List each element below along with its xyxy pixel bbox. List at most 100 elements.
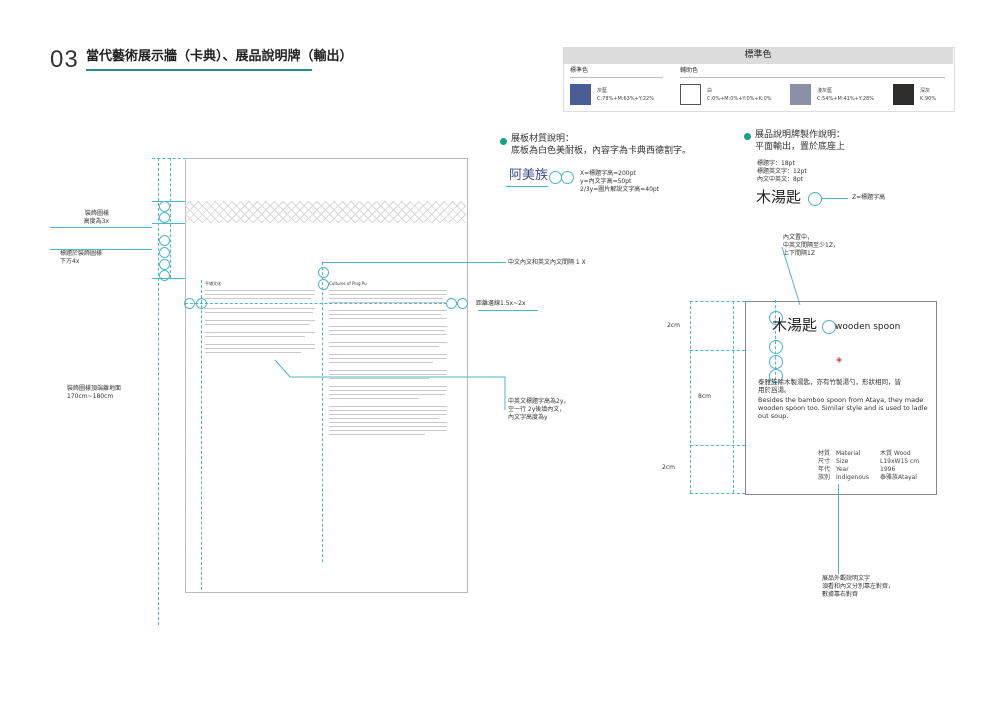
swatch-name: 灰藍 (597, 88, 608, 94)
guide-vertical (322, 262, 323, 562)
pattern-floor-note: 裝飾圖樣頂端離地面 (67, 385, 122, 392)
text-line (205, 308, 315, 309)
outer-note: 展品外觀說明文字 (822, 575, 871, 582)
leader-line-diagonal (781, 246, 801, 306)
text-line (205, 298, 311, 299)
guide-horizontal (690, 493, 745, 494)
text-line (205, 294, 315, 295)
guide-horizontal (690, 350, 745, 351)
secondary-label: 輔助色 (680, 67, 699, 74)
baseline-guide (506, 186, 548, 187)
guide-horizontal (690, 301, 745, 302)
standard-colors-header: 標準色 (563, 47, 953, 64)
swatch-spec: C:78%+M:63%+Y:22% (597, 96, 654, 102)
diamond-icon: ◈ (836, 355, 843, 364)
swatch-gray-blue (570, 84, 591, 105)
spacing-circle (196, 298, 207, 309)
exhibit-label-card (745, 301, 937, 495)
page-title: 當代藝術展示牆（卡典）、展品說明牌（輸出） (86, 49, 353, 64)
text-line (205, 312, 313, 313)
text-line (329, 310, 447, 311)
spacing-circle (159, 259, 170, 270)
title-below-note: 標題於裝飾圖樣 (60, 250, 103, 257)
fact-label-en: Size (836, 458, 849, 465)
guide-tick (152, 158, 186, 159)
spacing-circle (318, 267, 329, 278)
text-line (329, 362, 433, 363)
guide-line (822, 198, 848, 199)
text-line (329, 390, 447, 391)
text-line (329, 406, 447, 407)
title-below-note: 下方4x (60, 258, 80, 265)
text-line (329, 398, 419, 399)
spacing-circle (561, 171, 574, 184)
section-number: 03 (50, 46, 79, 73)
text-line (329, 298, 443, 299)
board-spec-desc: 底板為白色美耐板，內容字為卡典西德割字。 (511, 146, 692, 156)
font-spec: 內文中英文：8pt (757, 176, 803, 183)
font-spec: 標題字：18pt (757, 160, 795, 167)
spacing-circle (769, 369, 783, 383)
fact-label-cn: 年代 (818, 466, 831, 473)
board-spec-title: 展板材質說明： (511, 134, 575, 144)
bullet-dot (500, 138, 507, 145)
spec-line: X=標題字高=200pt (580, 170, 636, 177)
text-line (205, 320, 315, 321)
text-line (329, 422, 447, 423)
swatch-white (680, 84, 701, 105)
divider (680, 77, 945, 78)
label-desc-cn: 泰雅族除木製湯匙，亦有竹製湯勺，形狀相同，皆 (758, 378, 901, 386)
cn-en-title-note: 內文字高度為y (508, 414, 548, 421)
fact-value: 木質 Wood (880, 450, 911, 457)
text-line (329, 434, 425, 435)
text-line (205, 352, 301, 353)
swatch-name: 深灰 (920, 88, 931, 94)
fact-label-en: Material (836, 450, 861, 457)
text-line (329, 354, 447, 355)
fact-value: L19xW15 cm (880, 458, 920, 465)
note-underline (50, 227, 110, 228)
guide-vertical (775, 300, 776, 385)
fact-value: 泰雅族Atayal (880, 474, 917, 481)
text-line (205, 332, 315, 333)
text-line (329, 378, 429, 379)
text-line (329, 386, 447, 387)
z-note: Z=標題字高 (852, 194, 886, 201)
text-line (329, 330, 445, 331)
text-line (205, 290, 315, 291)
spacing-circle (769, 311, 783, 325)
label-title-cn: 木湯匙 (772, 316, 818, 334)
text-line (205, 336, 305, 337)
label-desc-en: wooden spoon too. Similar style and is u… (758, 404, 928, 412)
text-line (329, 294, 447, 295)
center-note: 中英文間隔至少1Z， (783, 242, 839, 249)
leader-line-diagonal (274, 359, 506, 410)
spacing-circle (159, 235, 170, 246)
primary-label: 標準色 (570, 67, 589, 74)
dimension-label: 2cm (667, 322, 680, 329)
spacing-circle (808, 192, 822, 206)
guide-tick (152, 223, 186, 224)
fact-label-en: Year (836, 466, 849, 473)
text-line (329, 342, 447, 343)
divider (570, 77, 663, 78)
spacing-circle (318, 279, 329, 290)
leader-line (838, 484, 839, 574)
wall-panel (185, 158, 468, 593)
text-line (329, 374, 447, 375)
fact-value: 1996 (880, 466, 896, 473)
spacing-circle (822, 320, 836, 334)
decorative-pattern (185, 201, 466, 223)
text-line (329, 326, 447, 327)
leader-line (322, 262, 506, 263)
text-line (329, 410, 447, 411)
text-line (329, 394, 445, 395)
note-underline (478, 310, 538, 311)
guide-vertical (733, 301, 734, 493)
text-line (329, 358, 447, 359)
guide-vertical (158, 158, 159, 625)
spec-line: 2/3y=圖片解說文字高=40pt (580, 186, 660, 193)
text-line (329, 418, 439, 419)
spacing-circle (159, 270, 170, 281)
spacing-circle (159, 247, 170, 258)
